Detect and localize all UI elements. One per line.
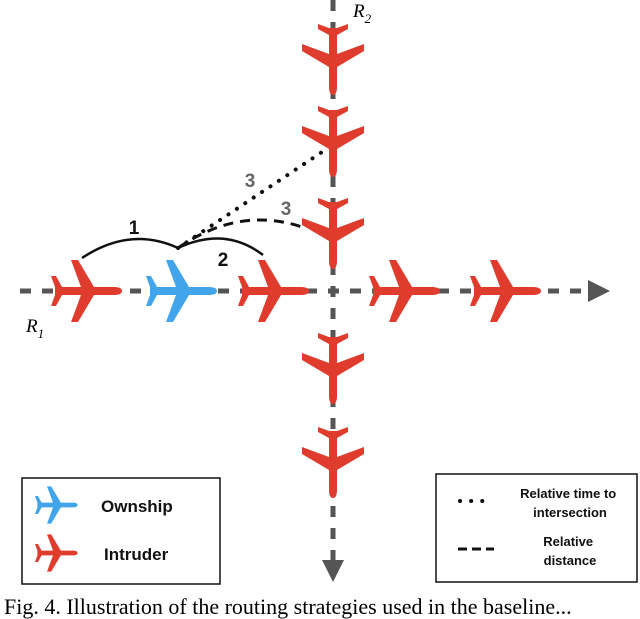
figure-caption: Fig. 4. Illustration of the routing stra… [4,594,572,619]
intruder-airplane-icon [302,106,364,177]
intruder-airplane-icon [302,333,364,404]
intruder-airplane-icon [302,198,364,269]
intruder-airplane-icon [51,260,122,322]
ownship-legend-label: Ownship [101,497,173,516]
dashed-path [177,218,306,250]
intruder-airplane-icon [238,260,309,322]
arc-1 [81,237,179,260]
dotted-path-label: 3 [245,171,256,192]
arc-1-label: 1 [129,218,140,239]
aircraft-legend: Ownship Intruder [21,477,221,585]
intruder-airplane-icon [470,260,541,322]
ownship-airplane-icon [146,260,217,322]
arc-2-label: 2 [218,250,229,271]
dotted-path [176,146,330,250]
r1-arrowhead [588,280,610,302]
line-legend: Relative time to intersection Relative d… [435,473,638,583]
dashed-legend-label: Relative distance [543,534,597,568]
intruder-airplane-icon [369,260,440,322]
r1-label: R1 [25,316,44,341]
dashed-path-label: 3 [281,199,292,220]
r2-label: R2 [352,1,372,26]
intruder-airplane-icon [302,24,364,95]
dotted-legend-label: Relative time to intersection [520,486,620,520]
r2-arrowhead [322,560,344,582]
intruder-airplane-icon [302,427,364,498]
intruder-legend-label: Intruder [104,545,169,564]
